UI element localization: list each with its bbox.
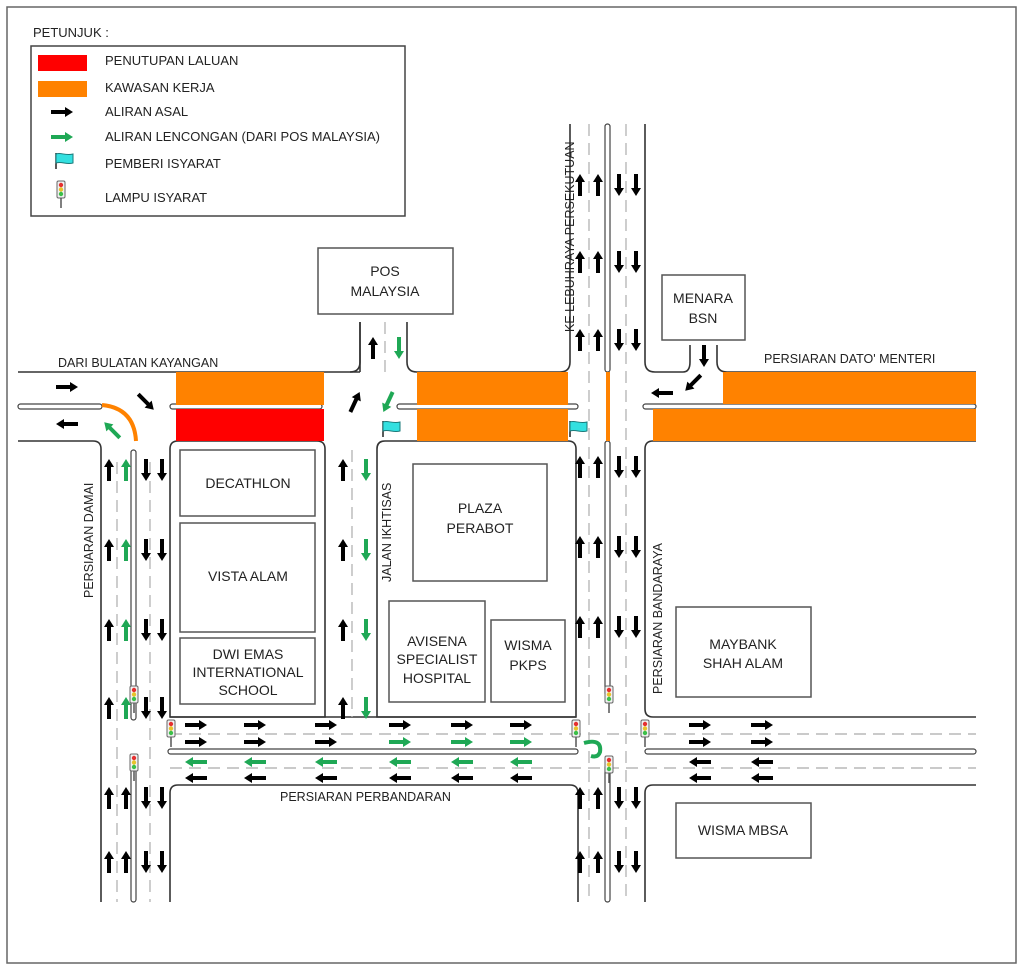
traffic-light-icon [129, 685, 139, 713]
legend-title: PETUNJUK : [33, 25, 109, 40]
legend-box [30, 45, 406, 217]
building-wisma-mbsa [675, 802, 812, 859]
traffic-light-icon [571, 719, 581, 747]
traffic-light-icon [166, 719, 176, 747]
building-label: PERABOT [447, 520, 514, 536]
road-network [17, 123, 977, 903]
traffic-light-icon [604, 685, 614, 713]
u-turn-diversion-arrow-icon [583, 739, 603, 759]
building-wisma-pkps [490, 619, 566, 703]
building-menara-bsn [661, 274, 746, 341]
road-label-dato-menteri: PERSIARAN DATO' MENTERI [764, 352, 935, 366]
zones [101, 372, 976, 442]
road-labels: DARI BULATAN KAYANGAN PERSIARAN DATO' ME… [58, 141, 935, 804]
legend-label-closure: PENUTUPAN LALUAN [105, 53, 238, 68]
work-zone [723, 372, 976, 404]
buildings: POS MALAYSIA MENARA BSN DECATHLON VISTA … [179, 247, 812, 859]
work-zone-curve [101, 403, 138, 442]
building-label: SHAH ALAM [703, 655, 783, 671]
building-label: BSN [689, 310, 718, 326]
building-label: INTERNATIONAL [193, 664, 304, 680]
road-label-lebuhraya: KE LEBUHRAYA PERSEKUTUAN [563, 141, 577, 332]
traffic-light-icon [640, 719, 650, 747]
work-zone [176, 372, 324, 405]
legend-label-flagman: PEMBERI ISYARAT [105, 156, 221, 171]
building-label: PLAZA [458, 500, 503, 516]
building-label: POS [370, 263, 400, 279]
legend-label-workzone: KAWASAN KERJA [105, 80, 215, 95]
building-label: WISMA [504, 637, 552, 653]
building-label: HOSPITAL [403, 670, 471, 686]
legend-label-diversion-flow: ALIRAN LENCONGAN (DARI POS MALAYSIA) [105, 129, 380, 144]
legend-label-original-flow: ALIRAN ASAL [105, 104, 188, 119]
work-zone [417, 409, 568, 441]
legend-traffic-light-icon [56, 180, 66, 208]
signals [129, 420, 650, 783]
road-closure [176, 409, 324, 441]
building-dwi-emas [179, 637, 316, 705]
road-label-dari-bulatan: DARI BULATAN KAYANGAN [58, 356, 218, 370]
work-zone [417, 372, 568, 405]
building-label: SPECIALIST [397, 651, 478, 667]
work-zone [653, 409, 976, 441]
road-label-ikhtisas: JALAN IKHTISAS [380, 483, 394, 582]
building-label: MENARA [673, 290, 734, 306]
building-label: MALAYSIA [351, 283, 421, 299]
building-plaza-perabot [412, 463, 548, 582]
traffic-light-icon [604, 755, 614, 783]
legend: PETUNJUK : PENUTUPAN LALUAN KAWASAN KERJ… [30, 25, 406, 217]
work-zone [606, 372, 610, 441]
legend-closure-swatch [38, 55, 87, 71]
traffic-light-icon [129, 753, 139, 781]
building-label: MAYBANK [709, 636, 777, 652]
building-label: AVISENA [407, 633, 467, 649]
legend-workzone-swatch [38, 81, 87, 97]
road-label-damai: PERSIARAN DAMAI [82, 483, 96, 598]
legend-label-traffic-light: LAMPU ISYARAT [105, 190, 207, 205]
building-maybank [675, 606, 812, 698]
road-label-perbandaran: PERSIARAN PERBANDARAN [280, 790, 451, 804]
building-label: VISTA ALAM [208, 568, 288, 584]
building-label: SCHOOL [218, 682, 277, 698]
flow-arrows [56, 174, 773, 873]
building-vista-alam [179, 522, 316, 633]
building-label: WISMA MBSA [698, 822, 789, 838]
building-label: DWI EMAS [213, 646, 284, 662]
building-label: DECATHLON [205, 475, 290, 491]
building-label: PKPS [509, 657, 546, 673]
building-decathlon [179, 449, 316, 517]
building-pos-malaysia [317, 247, 454, 315]
road-label-bandaraya: PERSIARAN BANDARAYA [651, 542, 665, 694]
building-avisena [388, 600, 486, 703]
